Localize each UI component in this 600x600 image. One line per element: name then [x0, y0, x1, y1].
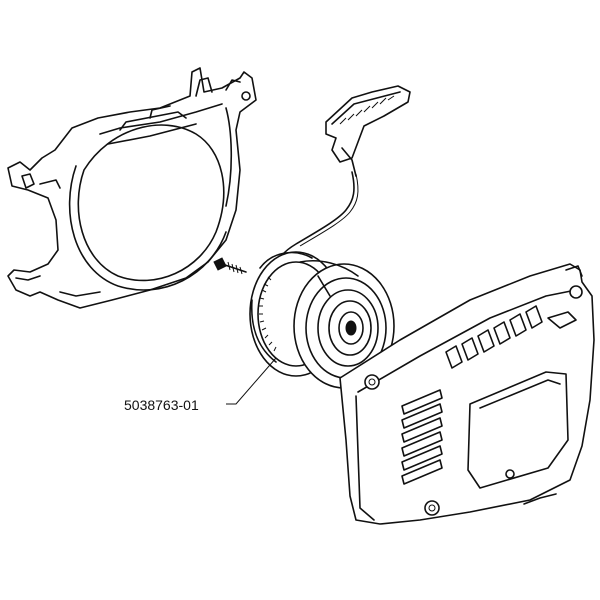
mounting-screw: [213, 257, 247, 275]
part-number-label: 5038763-01: [124, 397, 199, 413]
crankcase-housing: [7, 67, 257, 309]
starter-handle: [325, 85, 411, 177]
starter-cover: [339, 263, 595, 525]
part-callout: 5038763-01: [124, 357, 277, 413]
starter-cord: [277, 171, 359, 263]
starter-pulley-assembly: [249, 251, 395, 389]
